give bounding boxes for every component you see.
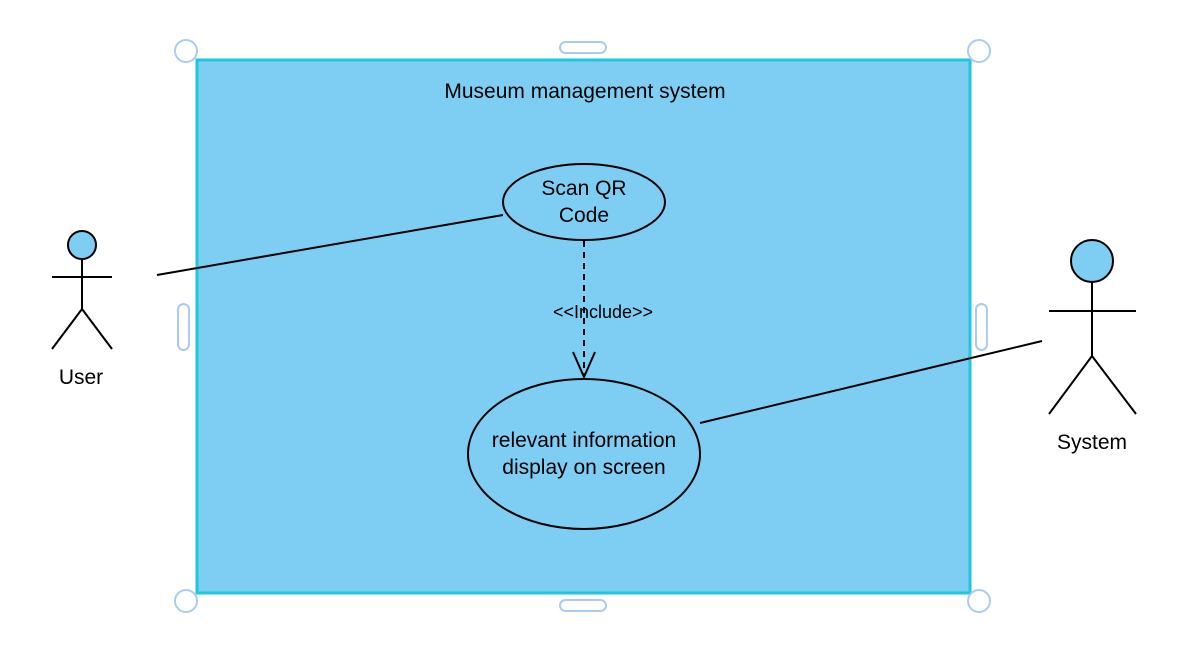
use-case-relevant-information-display-label-line1: relevant information (492, 429, 676, 452)
use-case-scan-qr-code-label-line1: Scan QR (541, 177, 626, 200)
use-case-relevant-information-display-label-line2: display on screen (502, 456, 665, 479)
system-boundary-title: Museum management system (444, 80, 725, 103)
include-stereotype-label: <<Include>> (553, 302, 653, 322)
actor-user-head (67, 230, 97, 260)
resize-handle-bottom-left[interactable] (174, 589, 198, 613)
selection-handles[interactable] (174, 39, 991, 613)
use-case-scan-qr-code-label-line2: Code (559, 204, 609, 227)
use-case-relevant-information-display[interactable]: relevant information display on screen (467, 378, 701, 530)
use-case-relevant-information-display-ellipse[interactable] (467, 378, 701, 530)
actor-user-name: User (59, 366, 103, 389)
use-case-scan-qr-code-ellipse[interactable] (502, 163, 666, 241)
resize-handle-bottom-right[interactable] (967, 589, 991, 613)
actor-user-right-leg (81, 308, 113, 350)
actor-user[interactable] (51, 230, 113, 350)
actor-system-left-leg (1048, 355, 1093, 415)
actor-system[interactable] (1048, 239, 1137, 415)
use-case-scan-qr-code[interactable]: Scan QR Code (502, 163, 666, 241)
resize-handle-top-left[interactable] (174, 39, 198, 63)
actor-user-left-leg (51, 308, 83, 350)
resize-handle-bottom[interactable] (559, 599, 607, 612)
actor-system-right-leg (1091, 355, 1137, 415)
include-arrowhead (572, 351, 596, 380)
resize-handle-top[interactable] (559, 41, 607, 54)
actor-system-head (1070, 239, 1114, 283)
resize-handle-left[interactable] (177, 303, 190, 351)
resize-handle-top-right[interactable] (967, 39, 991, 63)
include-dependency[interactable]: <<Include>> (553, 241, 653, 380)
association-system-display[interactable] (699, 340, 1043, 424)
association-user-scan-qr[interactable] (156, 214, 504, 276)
actor-system-name: System (1057, 431, 1127, 454)
resize-handle-right[interactable] (975, 303, 988, 351)
